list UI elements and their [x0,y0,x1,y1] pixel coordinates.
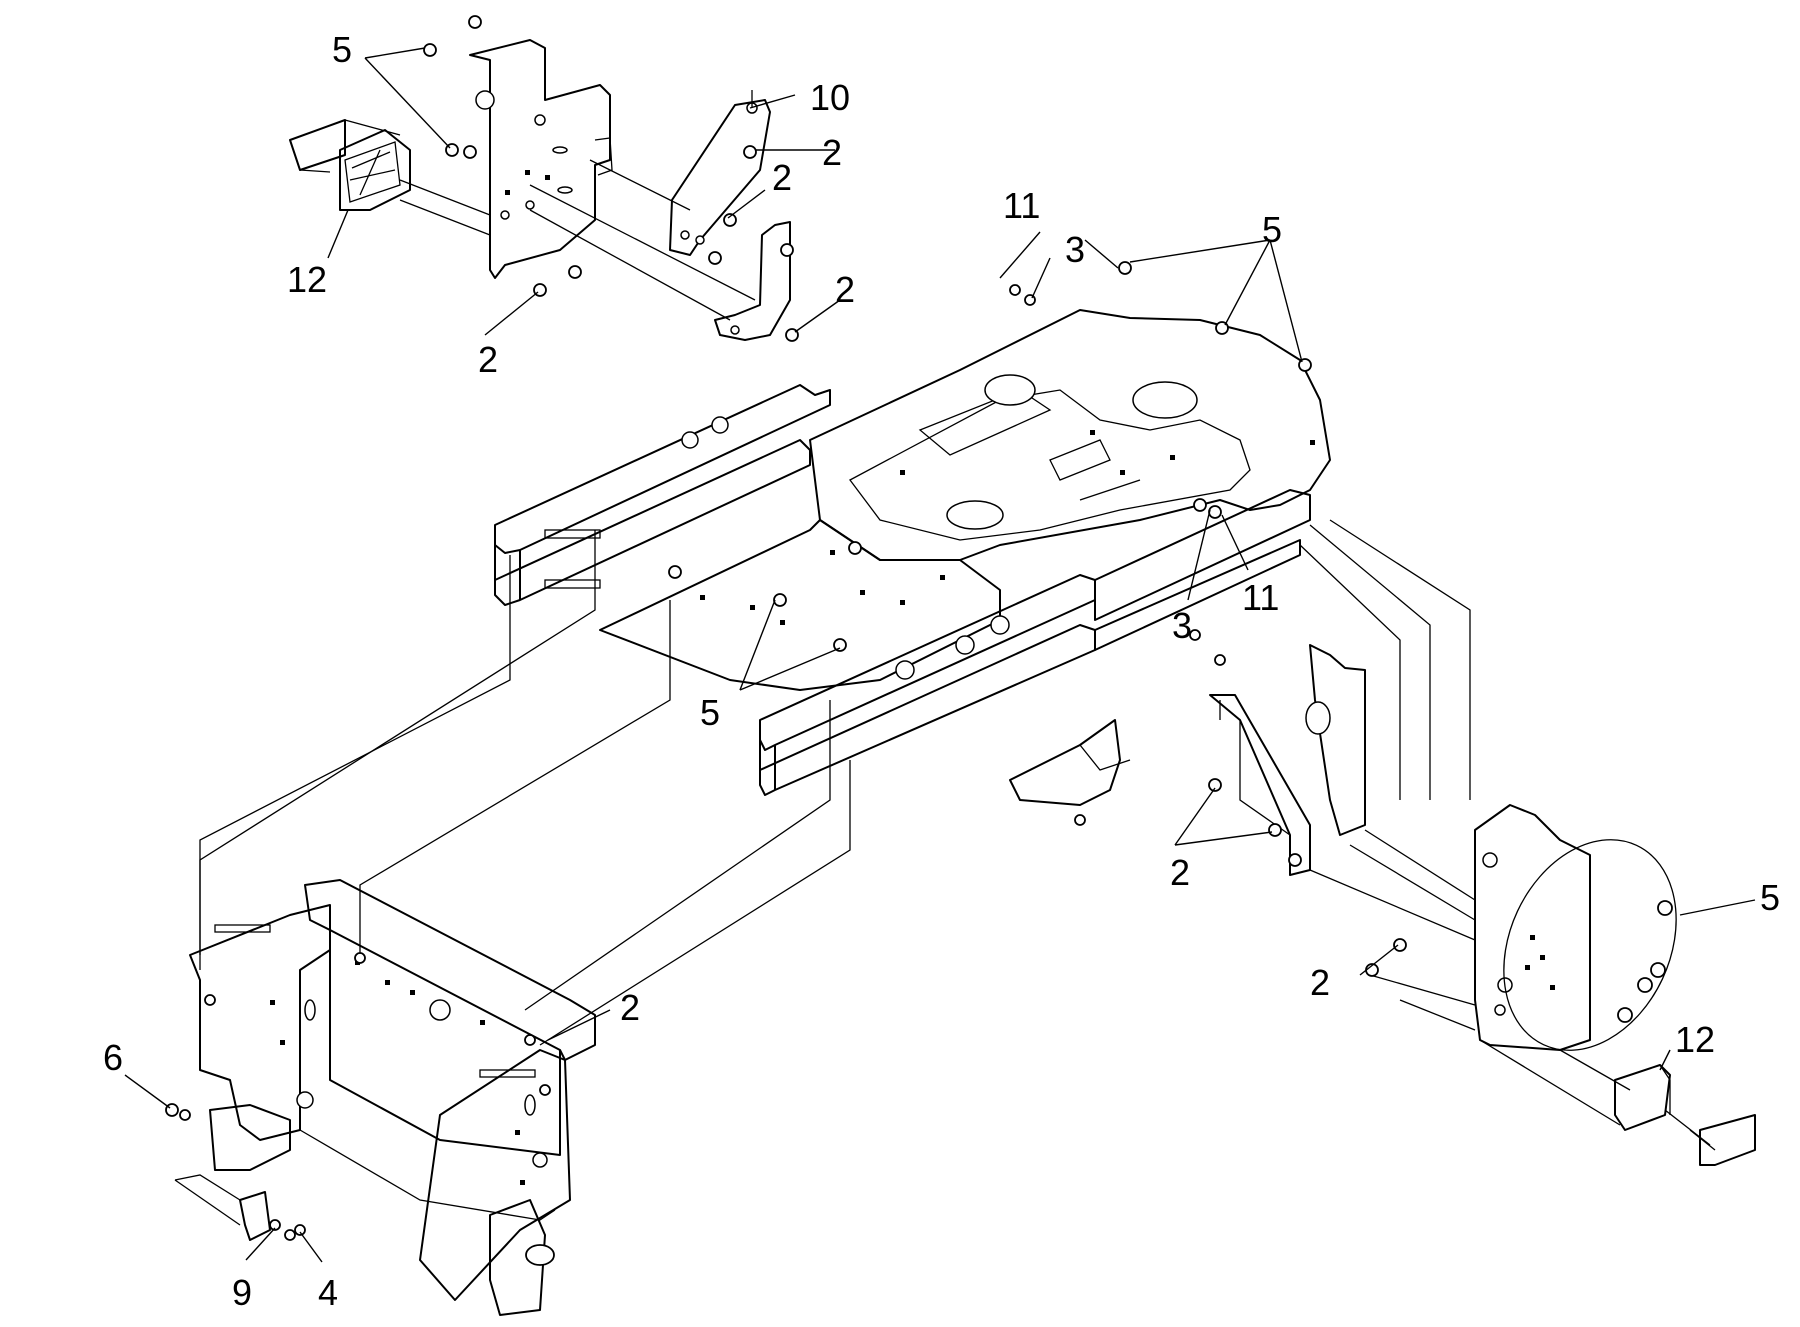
frame-rear-rail [1094,489,1311,651]
callout-2-f: 2 [1310,962,1330,1003]
bottom-left-leader-lines [199,530,851,1046]
callout-2-d: 2 [478,339,498,380]
right-vertical-bracket-a [1209,694,1311,876]
callout-11-top: 11 [1003,185,1040,226]
callout-3-mid: 3 [1172,605,1192,646]
right-bolts-group [1503,839,1677,1051]
bumper-pad-left [289,119,411,211]
callout-3-top: 3 [1065,229,1085,270]
callout-12-left: 12 [287,259,327,300]
callout-5-top-right: 5 [1262,209,1282,250]
front-hitch-plate [174,1104,555,1316]
bumper-pad-right [1614,1064,1756,1166]
top-left-mounting-plate [469,39,613,279]
right-leader-lines [1239,519,1631,1126]
callout-6: 6 [103,1037,123,1078]
callout-5-right: 5 [1760,877,1780,918]
front-box-frame [189,879,596,1301]
top-left-fasteners [423,15,799,342]
top-left-small-bracket [714,221,791,341]
callout-5-center: 5 [700,692,720,733]
callout-9: 9 [232,1272,252,1313]
callout-labels: 5 10 2 2 12 2 2 11 3 5 3 11 5 2 5 2 12 2… [103,29,1780,1313]
callout-12-right: 12 [1675,1019,1715,1060]
top-left-angle-bracket [669,90,771,256]
top-left-leader-lines [399,159,756,321]
callout-2-b: 2 [772,157,792,198]
main-frame-floor [599,519,1001,691]
bottom-left-fasteners [165,952,551,1241]
main-frame-deck [809,309,1331,561]
callout-5-top-left: 5 [332,29,352,70]
callout-2-g: 2 [620,987,640,1028]
right-mounting-plate [1474,804,1591,1051]
callout-leaders [124,47,1756,1263]
callout-4: 4 [318,1272,338,1313]
callout-2-c: 2 [835,269,855,310]
center-mount-bracket [1009,719,1131,826]
callout-2-a: 2 [822,132,842,173]
left-side-rail [494,384,831,606]
callout-10: 10 [810,77,850,118]
right-vertical-bracket-b [1305,644,1366,836]
callout-11-mid: 11 [1242,577,1279,618]
callout-2-e: 2 [1170,852,1190,893]
right-side-rail [759,574,1096,796]
